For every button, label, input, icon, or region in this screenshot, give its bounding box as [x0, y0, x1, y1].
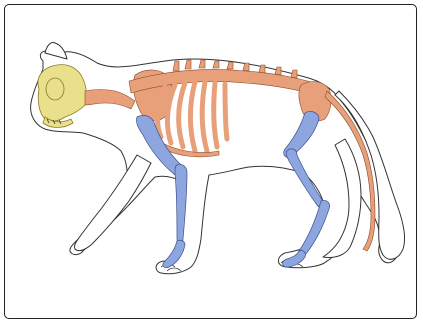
far-front-leg-outline — [74, 155, 151, 251]
cat-skeleton-diagram — [5, 5, 415, 317]
diagram-frame — [4, 4, 417, 319]
